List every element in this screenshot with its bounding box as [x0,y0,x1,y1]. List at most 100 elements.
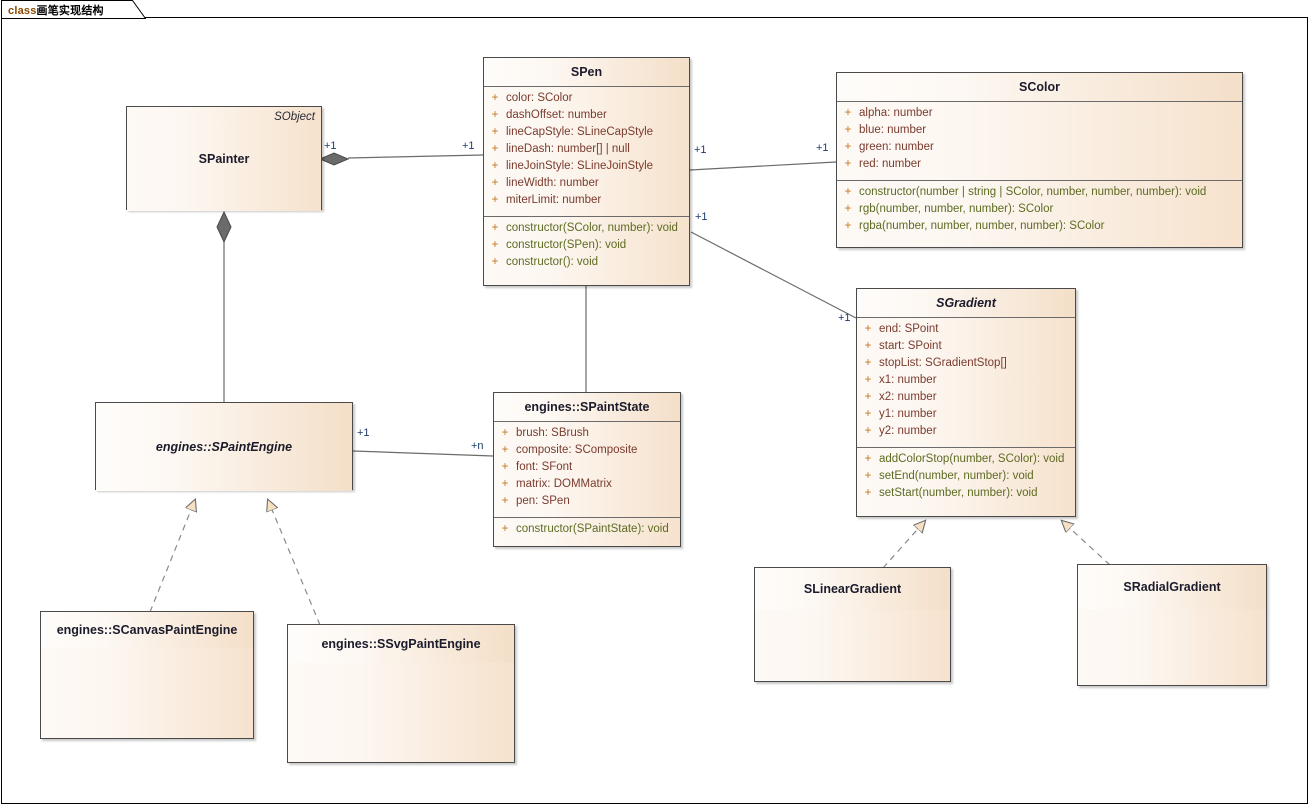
attribute-row: + x2: number [857,391,1075,408]
method-text: addColorStop(number, SColor): void [879,453,1065,465]
visibility: + [864,340,872,352]
attribute-row: +pen: SPen [494,495,680,512]
multiplicity-painter-pen-source: +1 [324,140,337,152]
attribute-text: font: SFont [516,461,573,473]
method-row: +constructor(): void [484,256,689,273]
tab-shape-icon [1,0,146,19]
attributes-section-spen: + color: SColor + dashOffset: number + line… [484,87,689,216]
attribute-text: lineDash: number[] | null [506,143,630,155]
class-box-ssvgpaintengine[interactable]: engines::SSvgPaintEngine [287,624,515,763]
method-row: +constructor(SPaintState): void [494,523,680,540]
attribute-text: stopList: SGradientStop[] [879,357,1007,369]
attribute-text: pen: SPen [516,495,570,507]
methods-section-spen: +constructor(SColor, number): void +cons… [484,216,689,278]
attributes-section-spaintstate: +brush: SBrush + composite: SComposite + f… [494,422,680,517]
visibility: + [491,92,499,104]
visibility: + [864,408,872,420]
class-box-spen[interactable]: SPen + color: SColor + dashOffset: number … [483,57,690,286]
attribute-text: start: SPoint [879,340,942,352]
attribute-row: + end: SPoint [857,323,1075,340]
visibility: + [844,107,852,119]
class-box-spaintstate[interactable]: engines::SPaintState +brush: SBrush +com… [493,392,681,547]
visibility: + [501,427,509,439]
attribute-row: + lineDash: number[] | null [484,143,689,160]
attribute-row: + green: number [837,141,1242,158]
visibility: + [491,177,499,189]
visibility: + [491,256,499,268]
multiplicity-pen-gradient-target: +1 [838,312,851,324]
visibility: + [844,220,852,232]
attribute-row: + color: SColor [484,92,689,109]
attribute-row: +matrix: DOMMatrix [494,478,680,495]
visibility: + [864,453,872,465]
method-text: constructor(SPen): void [506,239,627,251]
visibility: + [491,160,499,172]
visibility: + [491,143,499,155]
method-row: + constructor(number | string | SColor, n… [837,186,1242,203]
visibility: + [491,194,499,206]
attribute-row: + dashOffset: number [484,109,689,126]
attribute-text: lineWidth: number [506,177,599,189]
attribute-text: x2: number [879,391,937,403]
attributes-section-sgradient: + end: SPoint + start: SPoint + stopList: S… [857,318,1075,447]
attribute-text: alpha: number [859,107,933,119]
visibility: + [864,487,872,499]
methods-section-sgradient: + addColorStop(number, SColor): void + set… [857,447,1075,509]
attribute-text: end: SPoint [879,323,939,335]
attribute-text: color: SColor [506,92,573,104]
attribute-row: +brush: SBrush [494,427,680,444]
class-box-scanvaspaintengine[interactable]: engines::SCanvasPaintEngine [40,611,254,739]
visibility: + [844,203,852,215]
multiplicity-pen-gradient-source: +1 [695,211,708,223]
attribute-text: composite: SComposite [516,444,638,456]
class-title-spen: SPen [484,58,689,87]
attribute-text: miterLimit: number [506,194,602,206]
visibility: + [844,141,852,153]
method-text: constructor(number | string | SColor, nu… [859,186,1207,198]
attribute-text: dashOffset: number [506,109,607,121]
attribute-row: + alpha: number [837,107,1242,124]
class-box-sradialgradient[interactable]: SRadialGradient [1077,564,1267,686]
class-title-scolor: SColor [837,73,1242,102]
class-title-spaintengine: engines::SPaintEngine [96,403,352,491]
visibility: + [864,357,872,369]
visibility: + [864,470,872,482]
visibility: + [864,391,872,403]
class-title-sgradient: SGradient [857,289,1075,318]
method-text: setStart(number, number): void [879,487,1038,499]
method-text: constructor(SPaintState): void [516,523,669,535]
visibility: + [491,109,499,121]
class-box-slineargradient[interactable]: SLinearGradient [754,567,951,682]
class-title-sradialgradient: SRadialGradient [1078,565,1266,609]
diagram-title-tab[interactable]: class画笔实现结构 [1,0,146,19]
diagram-title-label: class画笔实现结构 [8,2,104,18]
method-row: +rgb(number, number, number): SColor [837,203,1242,220]
class-box-spaintengine[interactable]: engines::SPaintEngine [95,402,353,491]
multiplicity-engine-state-target: +n [471,440,484,452]
attribute-row: + lineWidth: number [484,177,689,194]
attribute-row: + composite: SComposite [494,444,680,461]
visibility: + [844,186,852,198]
attribute-row: +y1: number [857,408,1075,425]
visibility: + [491,126,499,138]
class-box-sgradient[interactable]: SGradient + end: SPoint + start: SPoint + s… [856,288,1076,517]
attribute-row: +y2: number [857,425,1075,442]
diagram-title-keyword: class [8,5,37,17]
class-title-spaintstate: engines::SPaintState [494,393,680,422]
attribute-row: + stopList: SGradientStop[] [857,357,1075,374]
class-box-scolor[interactable]: SColor +alpha: number +blue: number +gre… [836,72,1243,248]
attribute-row: +x1: number [857,374,1075,391]
multiplicity-engine-state-source: +1 [357,427,370,439]
class-box-spainter[interactable]: SPainter SObject [126,106,322,211]
diagram-frame [1,17,1308,804]
method-row: +constructor(SColor, number): void [484,222,689,239]
visibility: + [501,444,509,456]
class-title-spainter: SPainter [127,107,321,211]
attribute-text: matrix: DOMMatrix [516,478,612,490]
visibility: + [864,323,872,335]
diagram-title-text: 画笔实现结构 [36,5,104,17]
class-title-slineargradient: SLinearGradient [755,568,950,610]
class-title-ssvgpaintengine: engines::SSvgPaintEngine [288,625,514,663]
attribute-text: green: number [859,141,934,153]
